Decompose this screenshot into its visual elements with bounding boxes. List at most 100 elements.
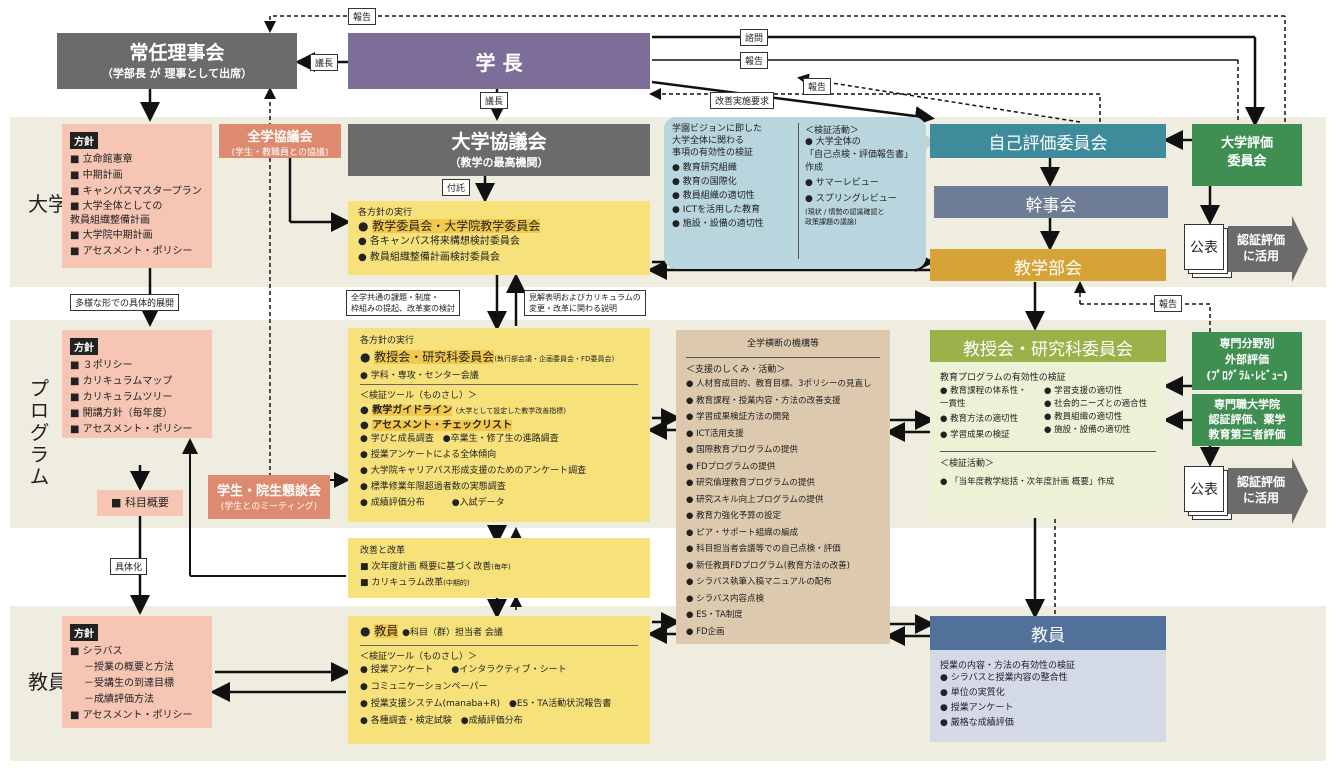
note-hokoku-top: 報告	[348, 8, 377, 25]
zengaku-kiko-item: 新任教員FDプログラム(教育方法の改善)	[686, 558, 880, 575]
kyoin-title: 教員	[1031, 626, 1065, 646]
fac-exec-item: コミュニケーションペーパー	[360, 679, 638, 696]
bubble-left-item: 教員組織の適切性	[672, 189, 792, 203]
univ-exec-item-main: 教学委員会・大学院教学委員会	[372, 219, 541, 233]
zengaku-kiko-head: 全学横断の機構等	[746, 339, 819, 349]
kyoju-left-item: 学習成果の検証	[940, 427, 1044, 443]
zengaku-council-title: 全学協議会	[247, 130, 313, 145]
kyoin-item: 厳格な成績評価	[940, 716, 1156, 731]
univ-exec-item: 教員組織整備計画検討委員会	[358, 250, 640, 266]
kyoin-header: 教員	[930, 616, 1166, 650]
zengaku-kiko-box: 全学横断の機構等 ＜支援のしくみ・活動＞ 人材育成目的、教育目標、3ポリシーの見…	[676, 330, 890, 644]
kyoju-right-item: 学習支援の適切性	[1044, 385, 1147, 398]
bubble-left-item: 教育の国際化	[672, 175, 792, 189]
kyoju-head: 教育プログラムの有効性の検証	[940, 373, 1066, 383]
univ-exec-item: 各キャンパス将来構想検討委員会	[358, 234, 640, 250]
kyoin-item: 授業アンケート	[940, 701, 1156, 716]
zengaku-kiko-item: シラバス執筆入稿マニュアルの配布	[686, 574, 880, 591]
fac-exec-main: 教員	[374, 624, 399, 638]
kaizen-item: カリキュラム改革	[371, 578, 444, 588]
policy-prog-list: ３ポリシー カリキュラムマップ カリキュラムツリー 開講方針（毎年度） アセスメ…	[70, 358, 204, 438]
kyoin-list: シラバスと授業内容の整合性 単位の実質化 授業アンケート 厳格な成績評価	[940, 671, 1156, 731]
kyoju-title: 教授会・研究科委員会	[963, 340, 1133, 360]
bubble-left-item: ICTを活用した教育	[672, 203, 792, 217]
kohyo2-doc: 公表	[1184, 466, 1224, 512]
policy-fac-item: シラバス	[82, 646, 123, 657]
zengaku-kiko-sub: ＜支援のしくみ・活動＞	[686, 365, 786, 375]
bubble-left-head: 学園ビジョンに即した 大学全体に関わる 事項の有効性の検証	[672, 124, 763, 158]
kyoju-header: 教授会・研究科委員会	[930, 330, 1166, 362]
policy-fac-item: －成績評価方法	[84, 694, 154, 705]
kaizen-note: (毎年)	[491, 563, 511, 571]
kyoju-right-item: 社会的ニーズとの適合性	[1044, 398, 1147, 411]
prog-exec-item: 大学院キャリアパス形成支援のためのアンケート調査	[360, 463, 638, 479]
self-eval-title: 自己評価委員会	[988, 134, 1108, 154]
kohyo1-doc: 公表	[1184, 224, 1224, 270]
policy-prog-item: カリキュラムツリー	[70, 390, 204, 406]
zengaku-kiko-item: 科目担当者会議等での自己点検・評価	[686, 541, 880, 558]
policy-fac-item: アセスメント・ポリシー	[82, 710, 193, 721]
kyoju-left-item: 教育方法の適切性	[940, 411, 1044, 427]
prog-exec-main: 教授会・研究科委員会	[374, 350, 495, 364]
kohyo1-arrow-text: 認証評価 に活用	[1236, 233, 1285, 263]
fac-exec-main-extra: ●科目（群）担当者 会議	[402, 628, 503, 638]
kyoin-item: 単位の実質化	[940, 686, 1156, 701]
gakusei-kondan-title: 学生・院生懇談会	[216, 484, 321, 499]
zengaku-kiko-item: ES・TA制度	[686, 607, 880, 624]
fac-exec-box: ● 教員 ●科目（群）担当者 会議 ＜検証ツール（ものさし）＞ 授業アンケート …	[348, 616, 650, 744]
note-tayo: 多様な形での具体的展開	[70, 294, 180, 311]
policy-fac-item: －授業の概要と方法	[84, 662, 174, 673]
bubble-right-note: (現状 / 情勢の認識確認と 政策課題の議論)	[805, 208, 885, 226]
zengaku-council-box: 全学協議会 (学生・教職員との協議)	[219, 124, 341, 158]
kamoku-label: 科目概要	[124, 496, 169, 509]
policy-univ-item: 大学全体としての 教員組織整備計画	[70, 200, 204, 228]
bubble-left-list: 教育研究組織 教育の国際化 教員組織の適切性 ICTを活用した教育 施設・設備の…	[672, 161, 792, 231]
kyoin-item: シラバスと授業内容の整合性	[940, 671, 1156, 686]
policy-prog-item: ３ポリシー	[70, 358, 204, 374]
bubble-right-list: 大学全体の 「自己点検・評価報告書」 作成 サマーレビュー スプリングレビュー	[805, 136, 929, 207]
fac-exec-item: 授業支援システム(manaba+R) ●ES・TA活動状況報告書	[360, 696, 638, 713]
prog-exec-tool-head: ＜検証ツール（ものさし）＞	[360, 391, 478, 401]
policy-prog-item: 開講方針（毎年度）	[70, 406, 204, 422]
prog-exec-item: 標準修業年限超過者数の実態調査	[360, 479, 638, 495]
note-hokoku3: 報告	[803, 78, 832, 95]
prog-exec-head: 各方針の実行	[360, 336, 415, 346]
policy-univ-item: キャンパスマスタープラン	[70, 184, 204, 200]
zengaku-kiko-item: 国際教育プログラムの提供	[686, 442, 880, 459]
univ-exec-box: 各方針の実行 教学委員会・大学院教学委員会 各キャンパス将来構想検討委員会 教員…	[348, 201, 650, 275]
zengaku-kiko-item: 研究倫理教育プログラムの提供	[686, 475, 880, 492]
note-gicho-left: 議長	[310, 54, 339, 71]
kaizen-box: 改善と改革 ■ 次年度計画 概要に基づく改善(毎年) ■ カリキュラム改革(中期…	[348, 538, 650, 598]
prog-exec-item2: 学科・専攻・センター会議	[370, 371, 479, 381]
zengaku-kiko-item: 学習成果検証方法の開発	[686, 409, 880, 426]
note-hokoku2: 報告	[740, 52, 769, 69]
prog-exec-guide: 教学ガイドライン	[372, 405, 453, 416]
kyoju-right-item: 教員組織の適切性	[1044, 411, 1147, 424]
kyoju-body: 教育プログラムの有効性の検証 教育課程の体系性・ 一貫性 教育方法の適切性 学習…	[930, 362, 1166, 518]
bubble-left-item: 教育研究組織	[672, 161, 792, 175]
zengaku-kiko-item: シラバス内容点検	[686, 591, 880, 608]
kamoku-box: ■ 科目概要	[97, 490, 183, 516]
zengaku-kiko-item: ピア・サポート組織の編成	[686, 525, 880, 542]
bubble-right-head: ＜検証活動＞	[805, 126, 860, 136]
bubble-right-item: サマーレビュー	[805, 175, 929, 191]
bubble-right-item: スプリングレビュー	[805, 191, 929, 207]
kaizen-item: 次年度計画 概要に基づく改善	[371, 562, 492, 572]
kyoju-right-item: 施設・設備の適切性	[1044, 424, 1147, 437]
policy-univ-list: 立命館憲章 中期計画 キャンパスマスタープラン 大学全体としての 教員組織整備計…	[70, 152, 204, 260]
policy-fac-item: －受講生の到達目標	[84, 678, 174, 689]
univ-exec-list: 教学委員会・大学院教学委員会 各キャンパス将来構想検討委員会 教員組織整備計画検…	[358, 218, 640, 266]
band-label-program: プログラム	[26, 378, 50, 488]
self-eval-box: 自己評価委員会	[930, 124, 1166, 158]
kohyo2-arrow-text: 認証評価 に活用	[1236, 475, 1285, 505]
kyoju-left-list: 教育課程の体系性・ 一貫性 教育方法の適切性 学習成果の検証	[940, 385, 1044, 443]
jonin-sub: （学部長 が 理事として出席）	[101, 67, 253, 80]
policy-univ-item: アセスメント・ポリシー	[70, 244, 204, 260]
prog-exec-main-sub: (執行部会議・企画委員会・FD委員会)	[494, 355, 615, 363]
fac-exec-tool-head: ＜検証ツール（ものさし）＞	[360, 652, 478, 662]
note-futaku: 付託	[442, 179, 471, 196]
zengaku-kiko-item: 教育課程・授業内容・方法の改善支援	[686, 393, 880, 410]
